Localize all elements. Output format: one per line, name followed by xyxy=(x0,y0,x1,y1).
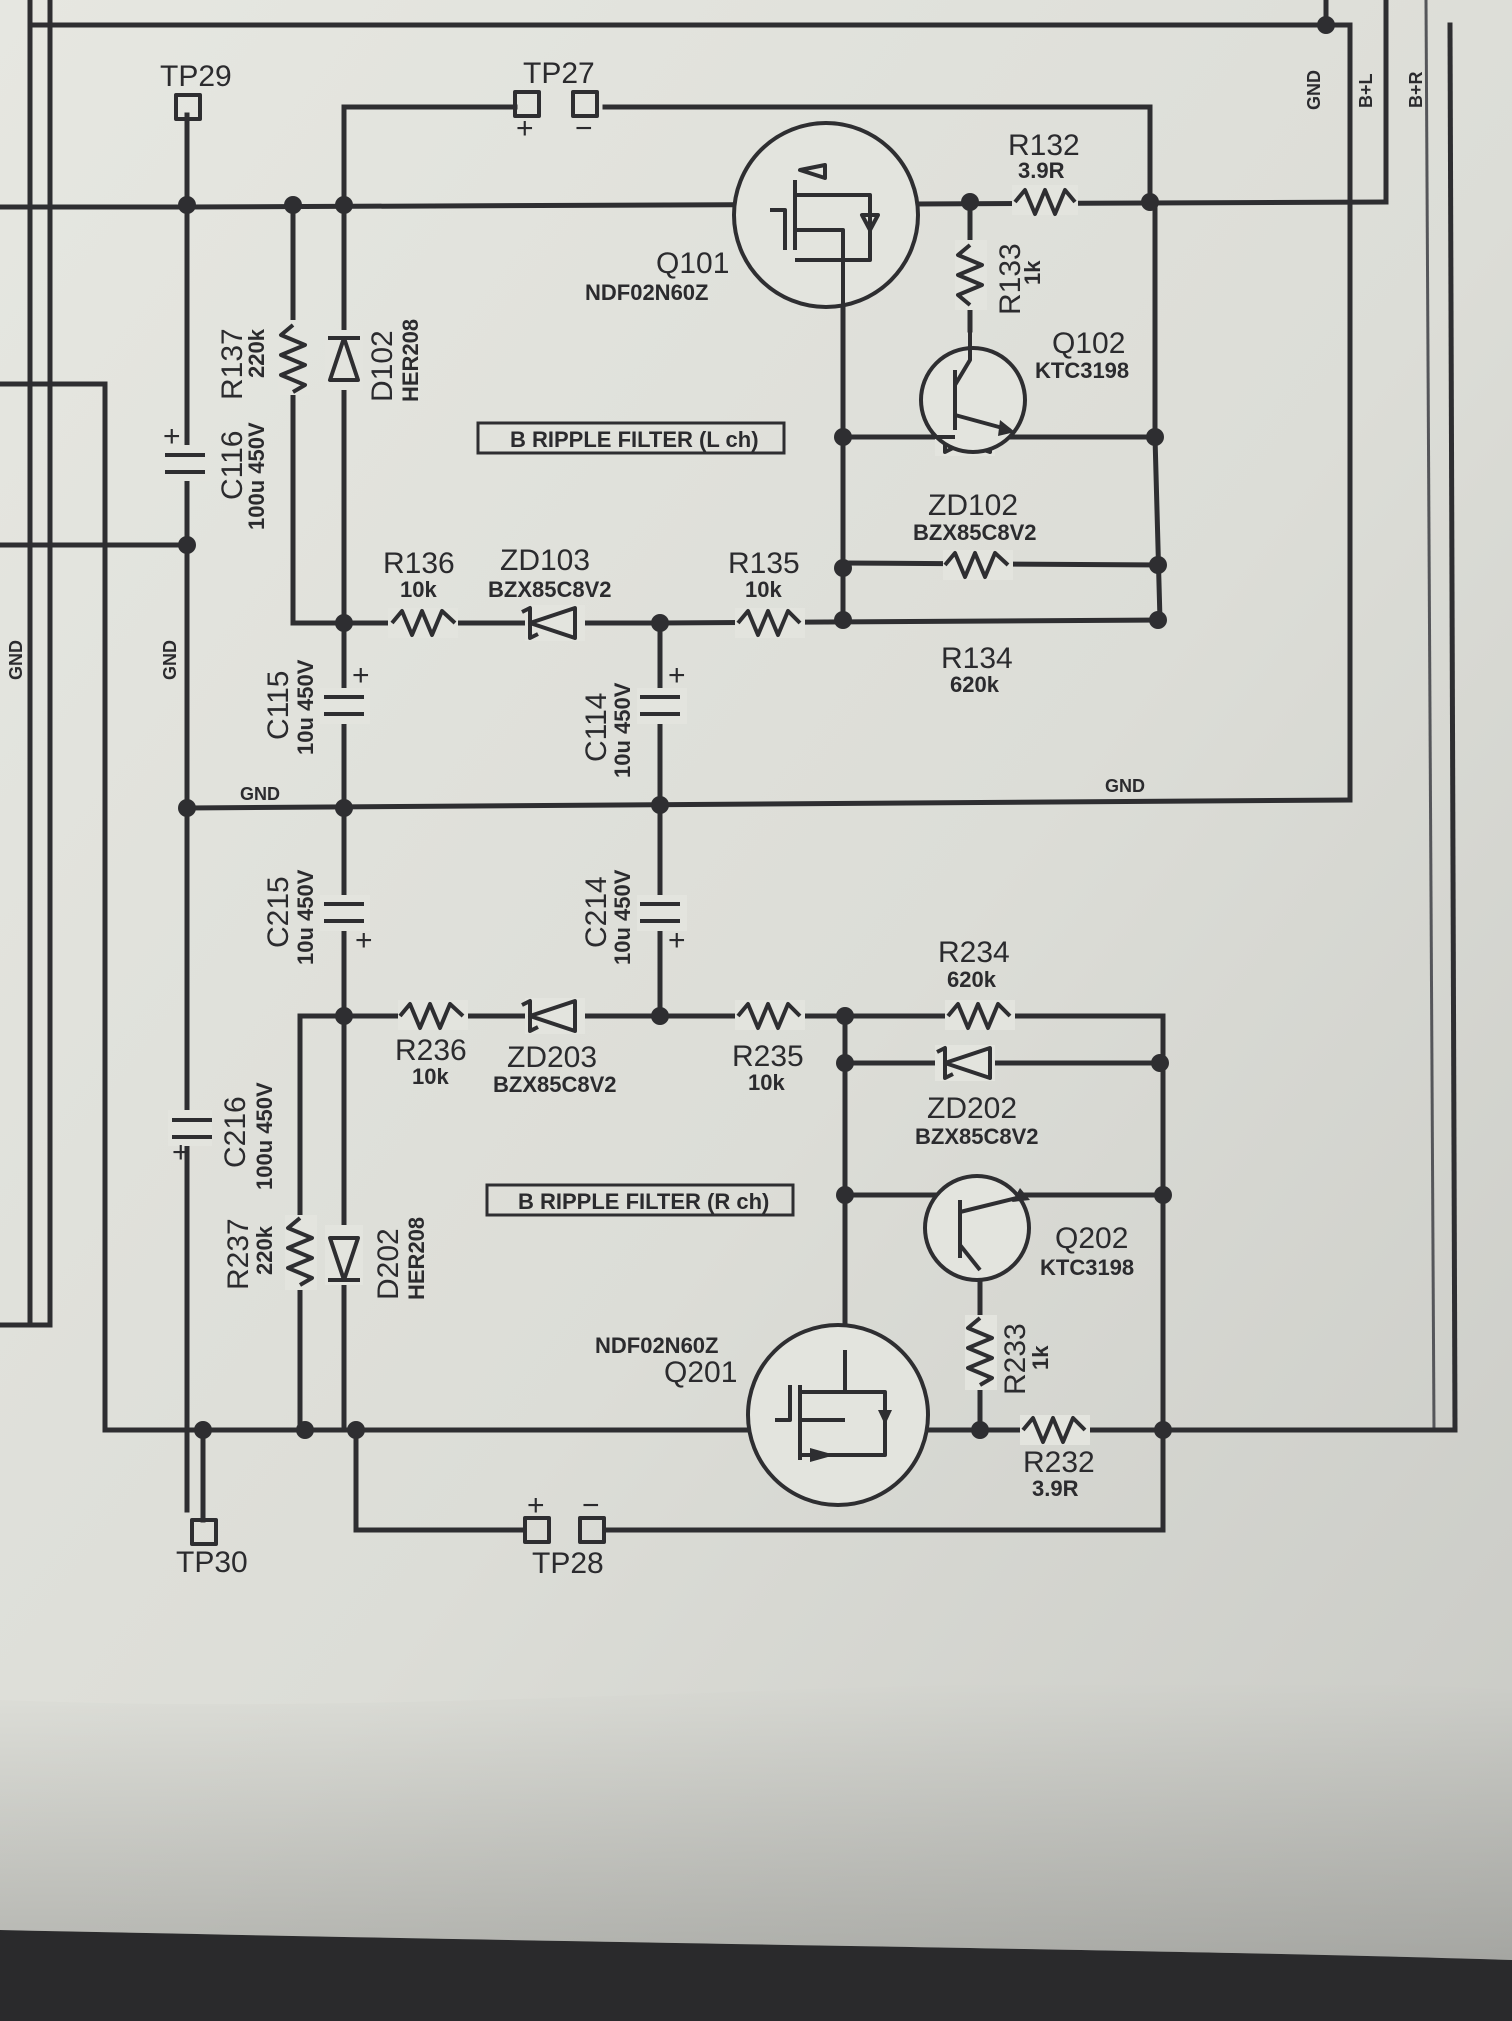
c116-ref: C116 xyxy=(216,431,249,501)
r233-val: 1k xyxy=(1028,1345,1053,1370)
r136-ref: R136 xyxy=(383,547,455,580)
zd102-val: BZX85C8V2 xyxy=(913,520,1037,545)
c115-val: 10u 450V xyxy=(293,659,318,755)
c116-val: 100u 450V xyxy=(244,422,269,530)
r135-ref: R135 xyxy=(728,547,800,580)
q202-ref: Q202 xyxy=(1055,1222,1128,1255)
capacitor-symbols xyxy=(160,445,687,1146)
br-rail-label: B+R xyxy=(1406,71,1426,108)
c215-plus: + xyxy=(355,924,373,957)
c215-val: 10u 450V xyxy=(293,869,318,965)
c114-val: 10u 450V xyxy=(610,682,635,778)
c216-plus: + xyxy=(172,1136,190,1169)
tp28-plus: + xyxy=(527,1489,545,1522)
d202-val: HER208 xyxy=(404,1217,429,1300)
r237-ref: R237 xyxy=(222,1218,255,1290)
r234-val: 620k xyxy=(947,967,997,992)
q201-ref: Q201 xyxy=(664,1356,737,1389)
paper-shadow xyxy=(0,1681,1512,1960)
c214-val: 10u 450V xyxy=(610,869,635,965)
bl-rail-label: B+L xyxy=(1356,73,1376,108)
r237-val: 220k xyxy=(252,1225,277,1275)
gnd-left-label: GND xyxy=(6,640,26,680)
r235-ref: R235 xyxy=(732,1040,804,1073)
r236-ref: R236 xyxy=(395,1034,467,1067)
r133-ref: R133 xyxy=(994,243,1027,315)
q102-val: KTC3198 xyxy=(1035,358,1129,383)
r234-ref: R234 xyxy=(938,936,1010,969)
zd202-val: BZX85C8V2 xyxy=(915,1124,1039,1149)
c114-plus: + xyxy=(668,659,686,692)
r236-val: 10k xyxy=(412,1064,449,1089)
sheet-edge-line xyxy=(1424,0,1436,1431)
zd103-val: BZX85C8V2 xyxy=(488,577,612,602)
r233-ref: R233 xyxy=(999,1323,1032,1395)
l-filter-title: B RIPPLE FILTER (L ch) xyxy=(510,427,759,452)
test-point-pads xyxy=(174,90,606,1546)
tp29-label: TP29 xyxy=(160,60,232,93)
c216-ref: C216 xyxy=(219,1096,252,1168)
tp30-label: TP30 xyxy=(176,1546,248,1579)
c115-ref: C115 xyxy=(262,671,295,741)
r232-val: 3.9R xyxy=(1032,1476,1079,1501)
tp27-plus: + xyxy=(516,112,534,145)
c215-ref: C215 xyxy=(262,876,295,948)
r235-val: 10k xyxy=(748,1070,785,1095)
c116-plus: + xyxy=(163,420,181,453)
r134-ref: R134 xyxy=(941,642,1013,675)
r137-ref: R137 xyxy=(216,328,249,400)
zd202-ref: ZD202 xyxy=(927,1092,1017,1125)
r-filter-box xyxy=(485,1183,795,1217)
tp27-minus: − xyxy=(575,112,593,145)
r-filter-title: B RIPPLE FILTER (R ch) xyxy=(518,1189,769,1214)
r134-val: 620k xyxy=(950,672,1000,697)
paper-sheet xyxy=(0,0,1512,1960)
gnd-rail-label: GND xyxy=(1304,70,1324,110)
resistor-symbols xyxy=(278,185,1090,1445)
zd203-val: BZX85C8V2 xyxy=(493,1072,617,1097)
q101-ref: Q101 xyxy=(656,247,729,280)
q202-val: KTC3198 xyxy=(1040,1255,1134,1280)
r135-val: 10k xyxy=(745,577,782,602)
r133-val: 1k xyxy=(1020,260,1045,285)
l-filter-box xyxy=(476,421,786,455)
gnd-bus-label-right: GND xyxy=(1105,776,1145,796)
tp27-label: TP27 xyxy=(523,57,595,90)
r232-ref: R232 xyxy=(1023,1446,1095,1479)
tp28-label: TP28 xyxy=(532,1547,604,1580)
d102-val: HER208 xyxy=(398,319,423,402)
zd103-ref: ZD103 xyxy=(500,544,590,577)
d102-ref: D102 xyxy=(366,330,399,402)
zd102-ref: ZD102 xyxy=(928,489,1018,522)
zd203-ref: ZD203 xyxy=(507,1041,597,1074)
r136-val: 10k xyxy=(400,577,437,602)
r132-val: 3.9R xyxy=(1018,158,1065,183)
gnd-mid-label: GND xyxy=(160,640,180,680)
tp28-minus: − xyxy=(582,1489,600,1522)
c214-ref: C214 xyxy=(580,876,613,948)
gnd-bus-label-left: GND xyxy=(240,784,280,804)
c214-plus: + xyxy=(668,924,686,957)
q102-ref: Q102 xyxy=(1052,327,1125,360)
c115-plus: + xyxy=(352,659,370,692)
d202-ref: D202 xyxy=(372,1228,405,1300)
q101-val: NDF02N60Z xyxy=(585,280,708,305)
c114-ref: C114 xyxy=(580,693,613,763)
r137-val: 220k xyxy=(244,328,269,378)
c216-val: 100u 450V xyxy=(252,1082,277,1190)
junctions xyxy=(178,16,1335,1439)
transistor-symbols xyxy=(732,121,1031,1507)
r132-ref: R132 xyxy=(1008,129,1080,162)
q201-val: NDF02N60Z xyxy=(595,1333,718,1358)
